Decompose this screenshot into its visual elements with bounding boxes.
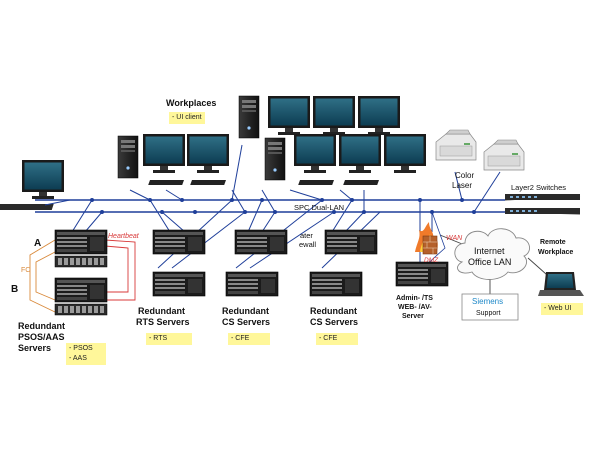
spc-dual-lan-label: SPC Dual-LAN	[294, 203, 344, 212]
aas-note-line: - AAS	[69, 355, 87, 362]
monitor-icon	[143, 134, 185, 173]
laptop-icon	[538, 272, 584, 296]
monitor-icon	[313, 96, 355, 135]
rack-server-icon	[395, 261, 449, 287]
monitor-icon	[187, 134, 229, 173]
monitor-icon	[294, 134, 336, 173]
tower-pc-icon	[238, 95, 260, 139]
rts-note: - RTS	[146, 333, 192, 345]
rack-server-icon	[309, 271, 363, 297]
rts-title-2: RTS Servers	[136, 317, 190, 327]
color-laser-label-2: Laser	[452, 181, 472, 190]
dmz-label: DMZ	[424, 257, 439, 264]
rack-server-icon	[324, 229, 378, 255]
admin-label-1: Admin- /TS	[396, 295, 433, 302]
firewall-label-1: ater	[300, 231, 313, 240]
workplaces-label: Workplaces	[166, 98, 216, 108]
heartbeat-label: Heartbeat	[108, 233, 140, 240]
rack-server-icon	[225, 271, 279, 297]
storage-array-icon	[54, 255, 108, 268]
rack-server-icon	[152, 271, 206, 297]
printer-icon	[483, 139, 525, 171]
rack-server-icon	[234, 229, 288, 255]
cs1-note: - CFE	[228, 333, 270, 345]
siemens-support-box	[461, 293, 519, 321]
remote-label: Remote	[540, 239, 566, 246]
color-laser-label-1: Color	[455, 171, 474, 180]
cs1-title-2: CS Servers	[222, 317, 270, 327]
web-ui-note: - Web UI	[541, 303, 583, 315]
admin-label-2: WEB- /AV-	[398, 304, 432, 311]
cs2-title-1: Redundant	[310, 306, 357, 316]
monitor-icon	[339, 134, 381, 173]
psos-title-3: Servers	[18, 343, 51, 353]
switch-icon	[505, 208, 580, 214]
workplace-label: Workplace	[538, 249, 573, 256]
rack-server-icon	[54, 277, 108, 303]
rts-title-1: Redundant	[138, 306, 185, 316]
label-a: A	[34, 238, 41, 249]
cs1-title-1: Redundant	[222, 306, 269, 316]
rack-server-icon	[54, 229, 108, 255]
psos-note: - PSOS - AAS	[66, 343, 106, 365]
psos-title-2: PSOS/AAS	[18, 332, 65, 342]
internet-label: Internet	[474, 246, 505, 256]
cs2-note: - CFE	[316, 333, 358, 345]
firewall-icon	[415, 222, 438, 255]
rack-server-icon	[152, 229, 206, 255]
siemens-label: Siemens	[472, 297, 503, 306]
monitor-icon	[358, 96, 400, 135]
cloud-icon	[454, 228, 530, 280]
storage-array-icon	[54, 303, 108, 316]
psos-title-1: Redundant	[18, 321, 65, 331]
workplace-links	[129, 144, 501, 213]
psos-note-line: - PSOS	[69, 345, 93, 352]
firewall-label-2: ewall	[299, 240, 316, 249]
layer2-switches-label: Layer2 Switches	[511, 183, 566, 192]
monitor-icon	[384, 134, 426, 173]
office-lan-label: Office LAN	[468, 257, 511, 267]
wan-label: WAN	[446, 235, 463, 242]
desktop-computer-icon	[0, 160, 64, 210]
label-b: B	[11, 284, 18, 295]
monitor-icon	[268, 96, 310, 135]
printer-icon	[435, 129, 477, 161]
heartbeat-links	[104, 239, 136, 301]
tower-pc-icon	[264, 137, 286, 181]
admin-label-3: Server	[402, 313, 424, 320]
fc-label: FC	[21, 267, 30, 274]
tower-pc-icon	[117, 135, 139, 179]
support-label: Support	[476, 310, 501, 317]
cs2-title-2: CS Servers	[310, 317, 358, 327]
ui-client-note: - UI client	[169, 112, 205, 124]
fc-links	[29, 239, 56, 313]
switch-icon	[505, 194, 580, 200]
